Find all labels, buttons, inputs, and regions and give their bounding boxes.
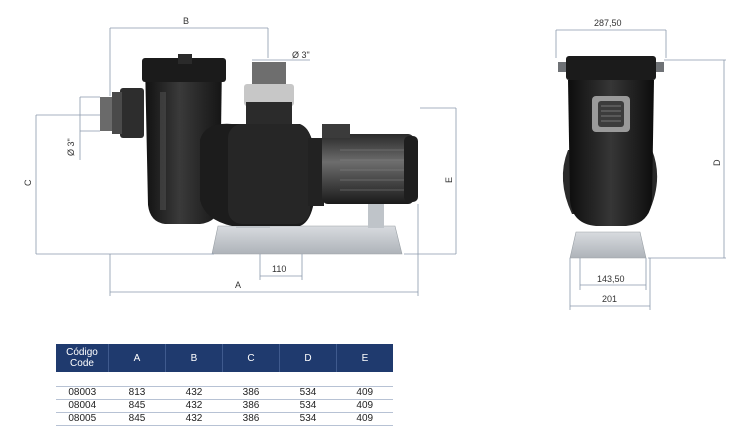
cell-a: 845 bbox=[108, 412, 166, 426]
side-inlet-union bbox=[120, 88, 144, 138]
pump-drawing: B Ø 3" Ø 3" C E 110 A bbox=[23, 16, 726, 310]
table-row: 08003 813 432 386 534 409 bbox=[56, 386, 393, 400]
prefilter-lid bbox=[142, 58, 226, 82]
outlet-union bbox=[244, 84, 294, 106]
header-code-en-label: Code bbox=[70, 358, 94, 369]
motor-body bbox=[322, 134, 414, 204]
side-dimensions: B Ø 3" Ø 3" C E 110 A bbox=[23, 16, 457, 296]
dim-label-base-outer: 201 bbox=[602, 294, 617, 304]
cell-d: 534 bbox=[279, 386, 337, 400]
dimensions-table: Código Code A B C D E 08003 813 432 386 … bbox=[56, 344, 393, 426]
table-row: 08004 845 432 386 534 409 bbox=[56, 399, 393, 413]
header-code: Código Code bbox=[56, 344, 109, 372]
pump-volute bbox=[228, 124, 310, 224]
front-inlet-port-inner bbox=[598, 101, 624, 127]
dim-label-base-inner: 143,50 bbox=[597, 274, 625, 284]
cell-b: 432 bbox=[165, 399, 223, 413]
header-col-d: D bbox=[279, 344, 337, 372]
motor-flange bbox=[308, 138, 324, 206]
front-view bbox=[558, 56, 664, 259]
front-dimensions: 287,50 D 143,50 201 bbox=[555, 18, 726, 310]
header-col-a: A bbox=[108, 344, 166, 372]
cell-e: 409 bbox=[336, 386, 393, 400]
table-header-row: Código Code A B C D E bbox=[56, 344, 393, 372]
prefilter-lid-knob bbox=[178, 54, 192, 64]
cell-code: 08004 bbox=[56, 399, 109, 413]
motor-endcap bbox=[404, 136, 418, 202]
side-base-pedestal bbox=[368, 200, 384, 228]
table-spacer-row bbox=[56, 372, 393, 387]
cell-c: 386 bbox=[222, 399, 280, 413]
header-col-b: B bbox=[165, 344, 223, 372]
cell-b: 432 bbox=[165, 412, 223, 426]
front-inlet-grid bbox=[601, 105, 621, 122]
cell-c: 386 bbox=[222, 386, 280, 400]
dim-label-a: A bbox=[235, 280, 241, 290]
dim-label-pipe-top: Ø 3" bbox=[292, 50, 310, 60]
cell-code: 08005 bbox=[56, 412, 109, 426]
dim-label-b: B bbox=[183, 16, 189, 26]
front-housing bbox=[568, 80, 654, 226]
prefilter-highlight bbox=[160, 92, 166, 210]
side-base bbox=[211, 225, 403, 255]
dim-label-e: E bbox=[444, 177, 454, 183]
front-base bbox=[569, 231, 647, 259]
header-col-e: E bbox=[336, 344, 393, 372]
header-col-c: C bbox=[222, 344, 280, 372]
cell-d: 534 bbox=[279, 399, 337, 413]
motor-terminal-box bbox=[322, 124, 350, 138]
dim-label-d: D bbox=[712, 159, 722, 166]
dim-label-110: 110 bbox=[272, 264, 286, 274]
table-row: 08005 845 432 386 534 409 bbox=[56, 412, 393, 426]
cell-a: 813 bbox=[108, 386, 166, 400]
dim-label-width-top: 287,50 bbox=[594, 18, 622, 28]
cell-a: 845 bbox=[108, 399, 166, 413]
dim-label-c: C bbox=[23, 179, 33, 186]
side-view bbox=[100, 54, 418, 255]
outlet-union-dark bbox=[246, 102, 292, 124]
cell-e: 409 bbox=[336, 412, 393, 426]
cell-code: 08003 bbox=[56, 386, 109, 400]
cell-e: 409 bbox=[336, 399, 393, 413]
cell-b: 432 bbox=[165, 386, 223, 400]
side-inlet-union bbox=[112, 92, 122, 134]
motor-fins bbox=[340, 149, 406, 191]
cell-c: 386 bbox=[222, 412, 280, 426]
header-code-label: Código bbox=[66, 347, 98, 358]
cell-d: 534 bbox=[279, 412, 337, 426]
dim-label-pipe-side: Ø 3" bbox=[66, 138, 76, 156]
front-lid bbox=[566, 56, 656, 80]
